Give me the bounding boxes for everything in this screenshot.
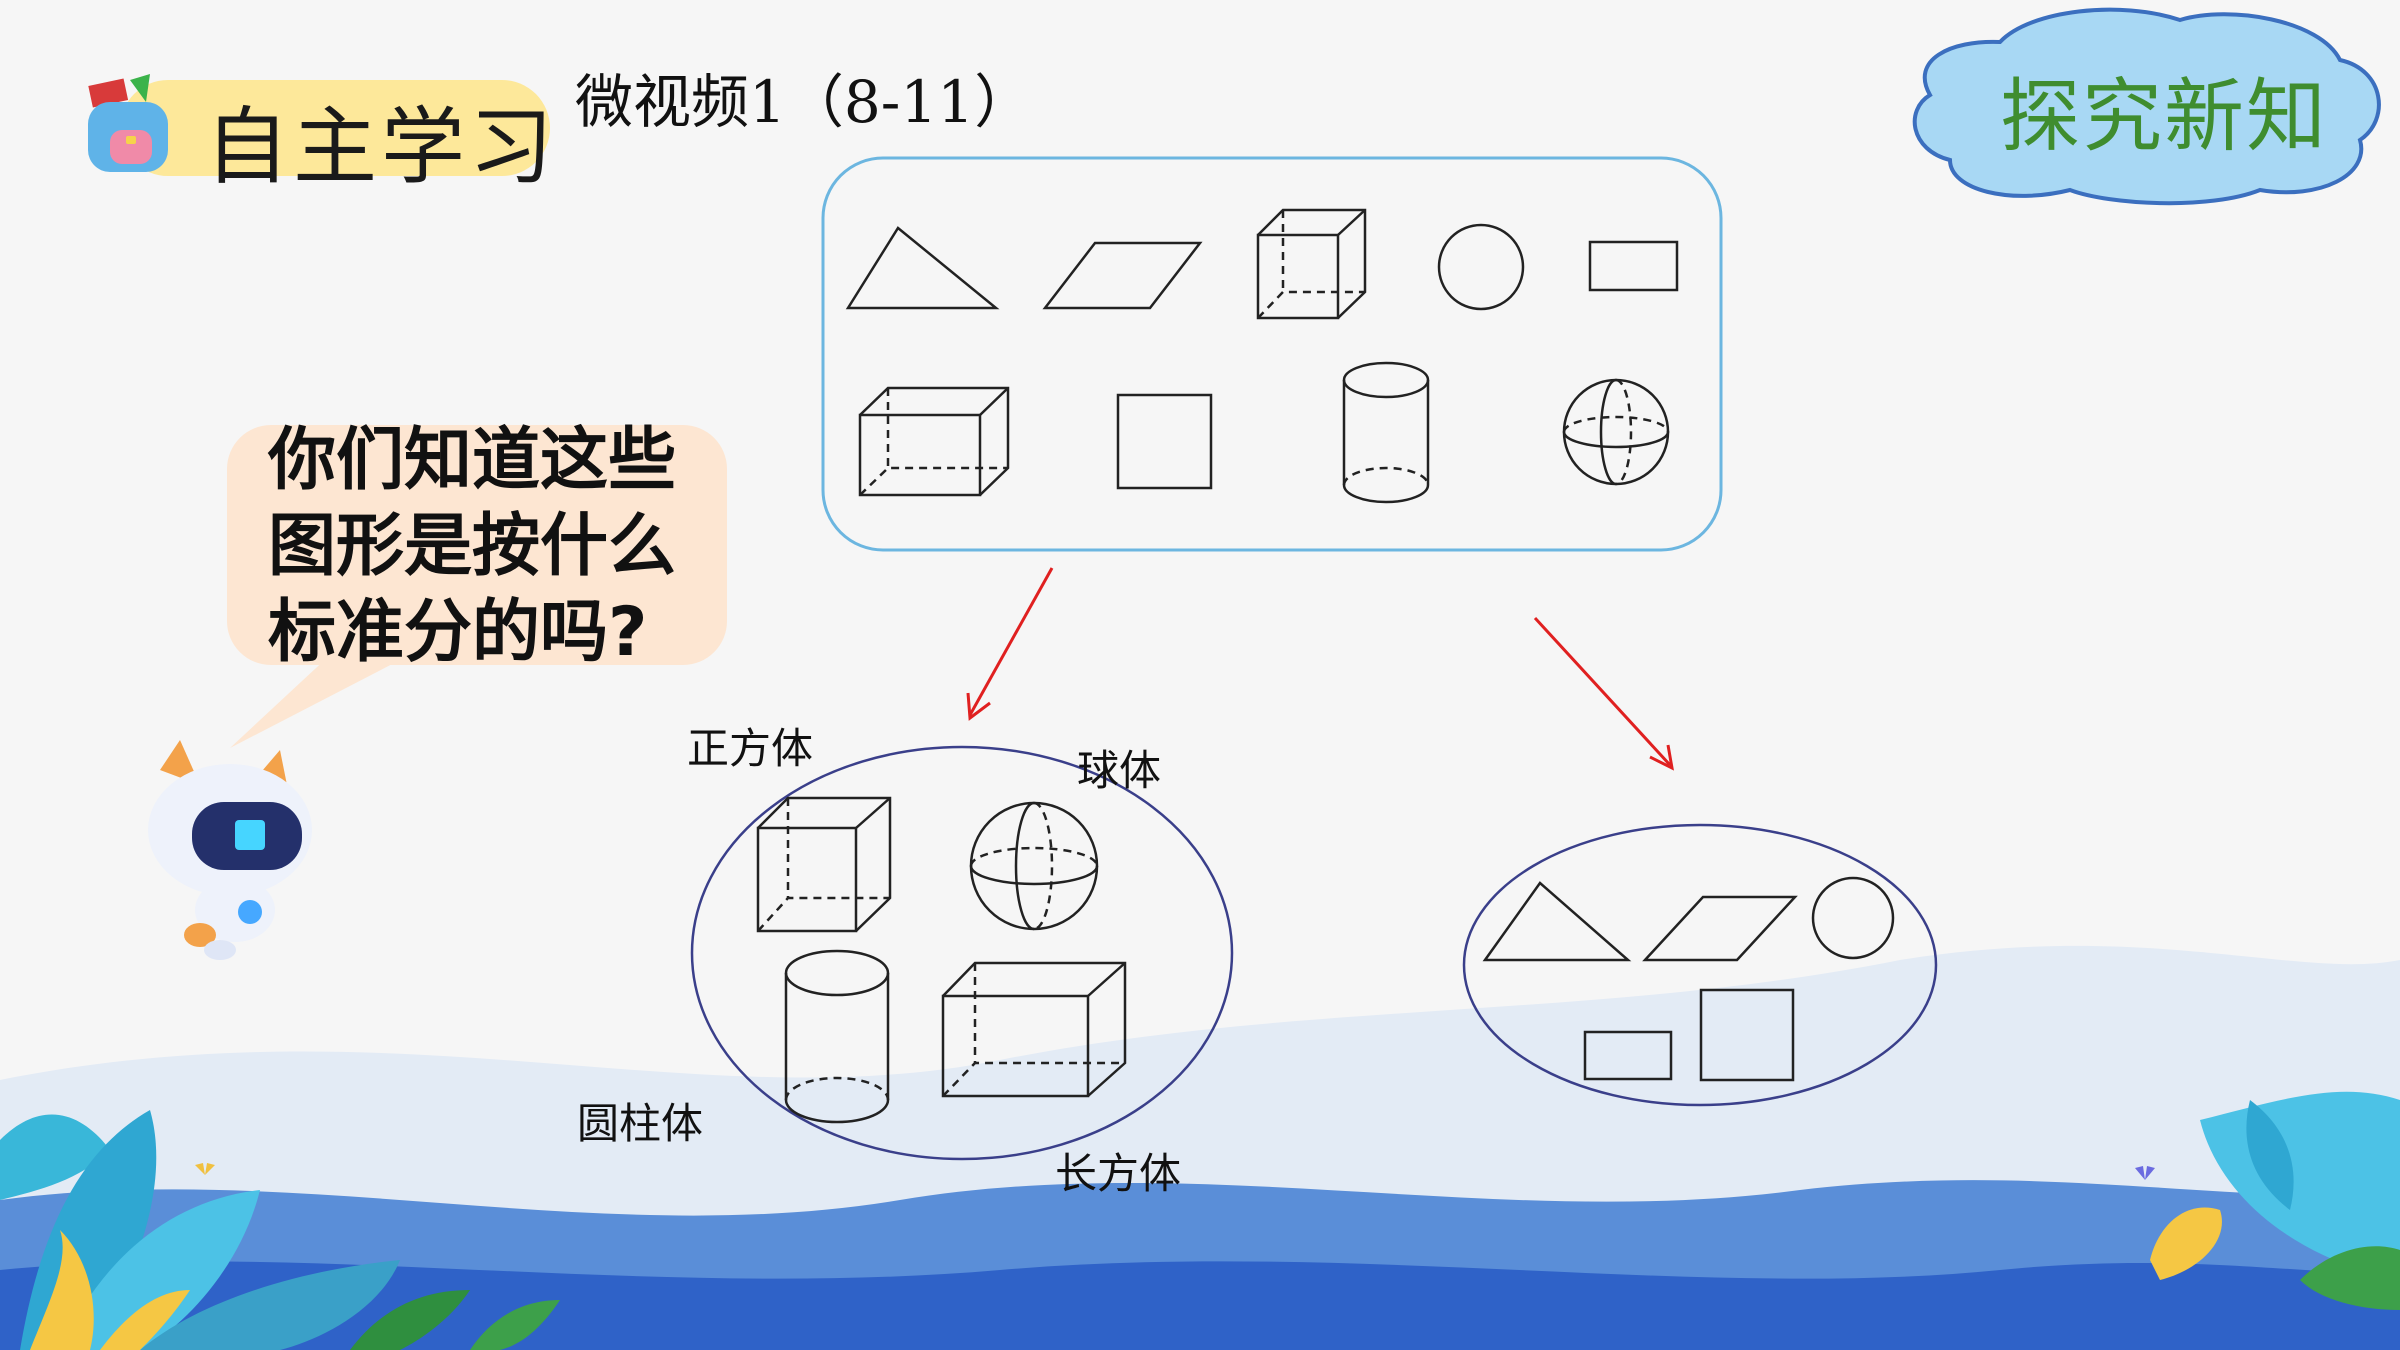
section-badge [120, 80, 550, 176]
butterfly-icon [195, 1163, 2155, 1180]
video-title: 微视频1（8-11） [575, 68, 1033, 136]
question-line-3: 标准分的吗? [268, 593, 648, 672]
rectangle-shape [1588, 240, 1679, 292]
circle-plane [1811, 876, 1895, 960]
sphere-solid [969, 801, 1099, 931]
question-line-2: 图形是按什么 [268, 507, 677, 586]
sphere-shape [1562, 378, 1670, 486]
speech-bubble [227, 425, 727, 665]
cuboid-solid [941, 961, 1127, 1098]
robot-mascot-icon [148, 740, 312, 960]
section-badge-label: 自主学习 [205, 98, 558, 196]
label-cuboid: 长方体 [1055, 1149, 1182, 1198]
parallelogram-shape [1042, 241, 1203, 310]
backpack-icon [88, 74, 168, 172]
triangle-shape [845, 226, 1000, 310]
plane-figures-ellipse [1462, 823, 1938, 1107]
cloud-tag [1912, 7, 2381, 206]
label-sphere: 球体 [1077, 746, 1162, 795]
rectangle-plane [1583, 1030, 1673, 1081]
cylinder-solid [784, 949, 890, 1124]
cube-solid [756, 796, 892, 933]
parallelogram-plane [1642, 895, 1798, 962]
question-text: 你们知道这些 图形是按什么 标准分的吗? [268, 418, 676, 676]
arrow-to-solids [966, 567, 1054, 721]
cube-shape [1256, 208, 1367, 320]
square-shape [1116, 393, 1213, 490]
right-plants [2150, 1091, 2400, 1310]
triangle-plane [1482, 881, 1632, 962]
speech-bubble-tail [230, 655, 400, 748]
solids-ellipse [690, 745, 1234, 1161]
cuboid-shape [858, 386, 1010, 497]
arrow-to-plane-shapes [1533, 616, 1674, 771]
label-cylinder: 圆柱体 [577, 1099, 704, 1148]
square-plane [1699, 988, 1795, 1082]
background-scenery [0, 945, 2400, 1350]
circle-shape [1437, 223, 1525, 311]
question-line-1: 你们知道这些 [268, 421, 677, 500]
left-plants [0, 1110, 560, 1350]
cloud-tag-label: 探究新知 [2000, 70, 2328, 163]
label-cube: 正方体 [687, 724, 814, 773]
cylinder-shape [1342, 361, 1430, 504]
